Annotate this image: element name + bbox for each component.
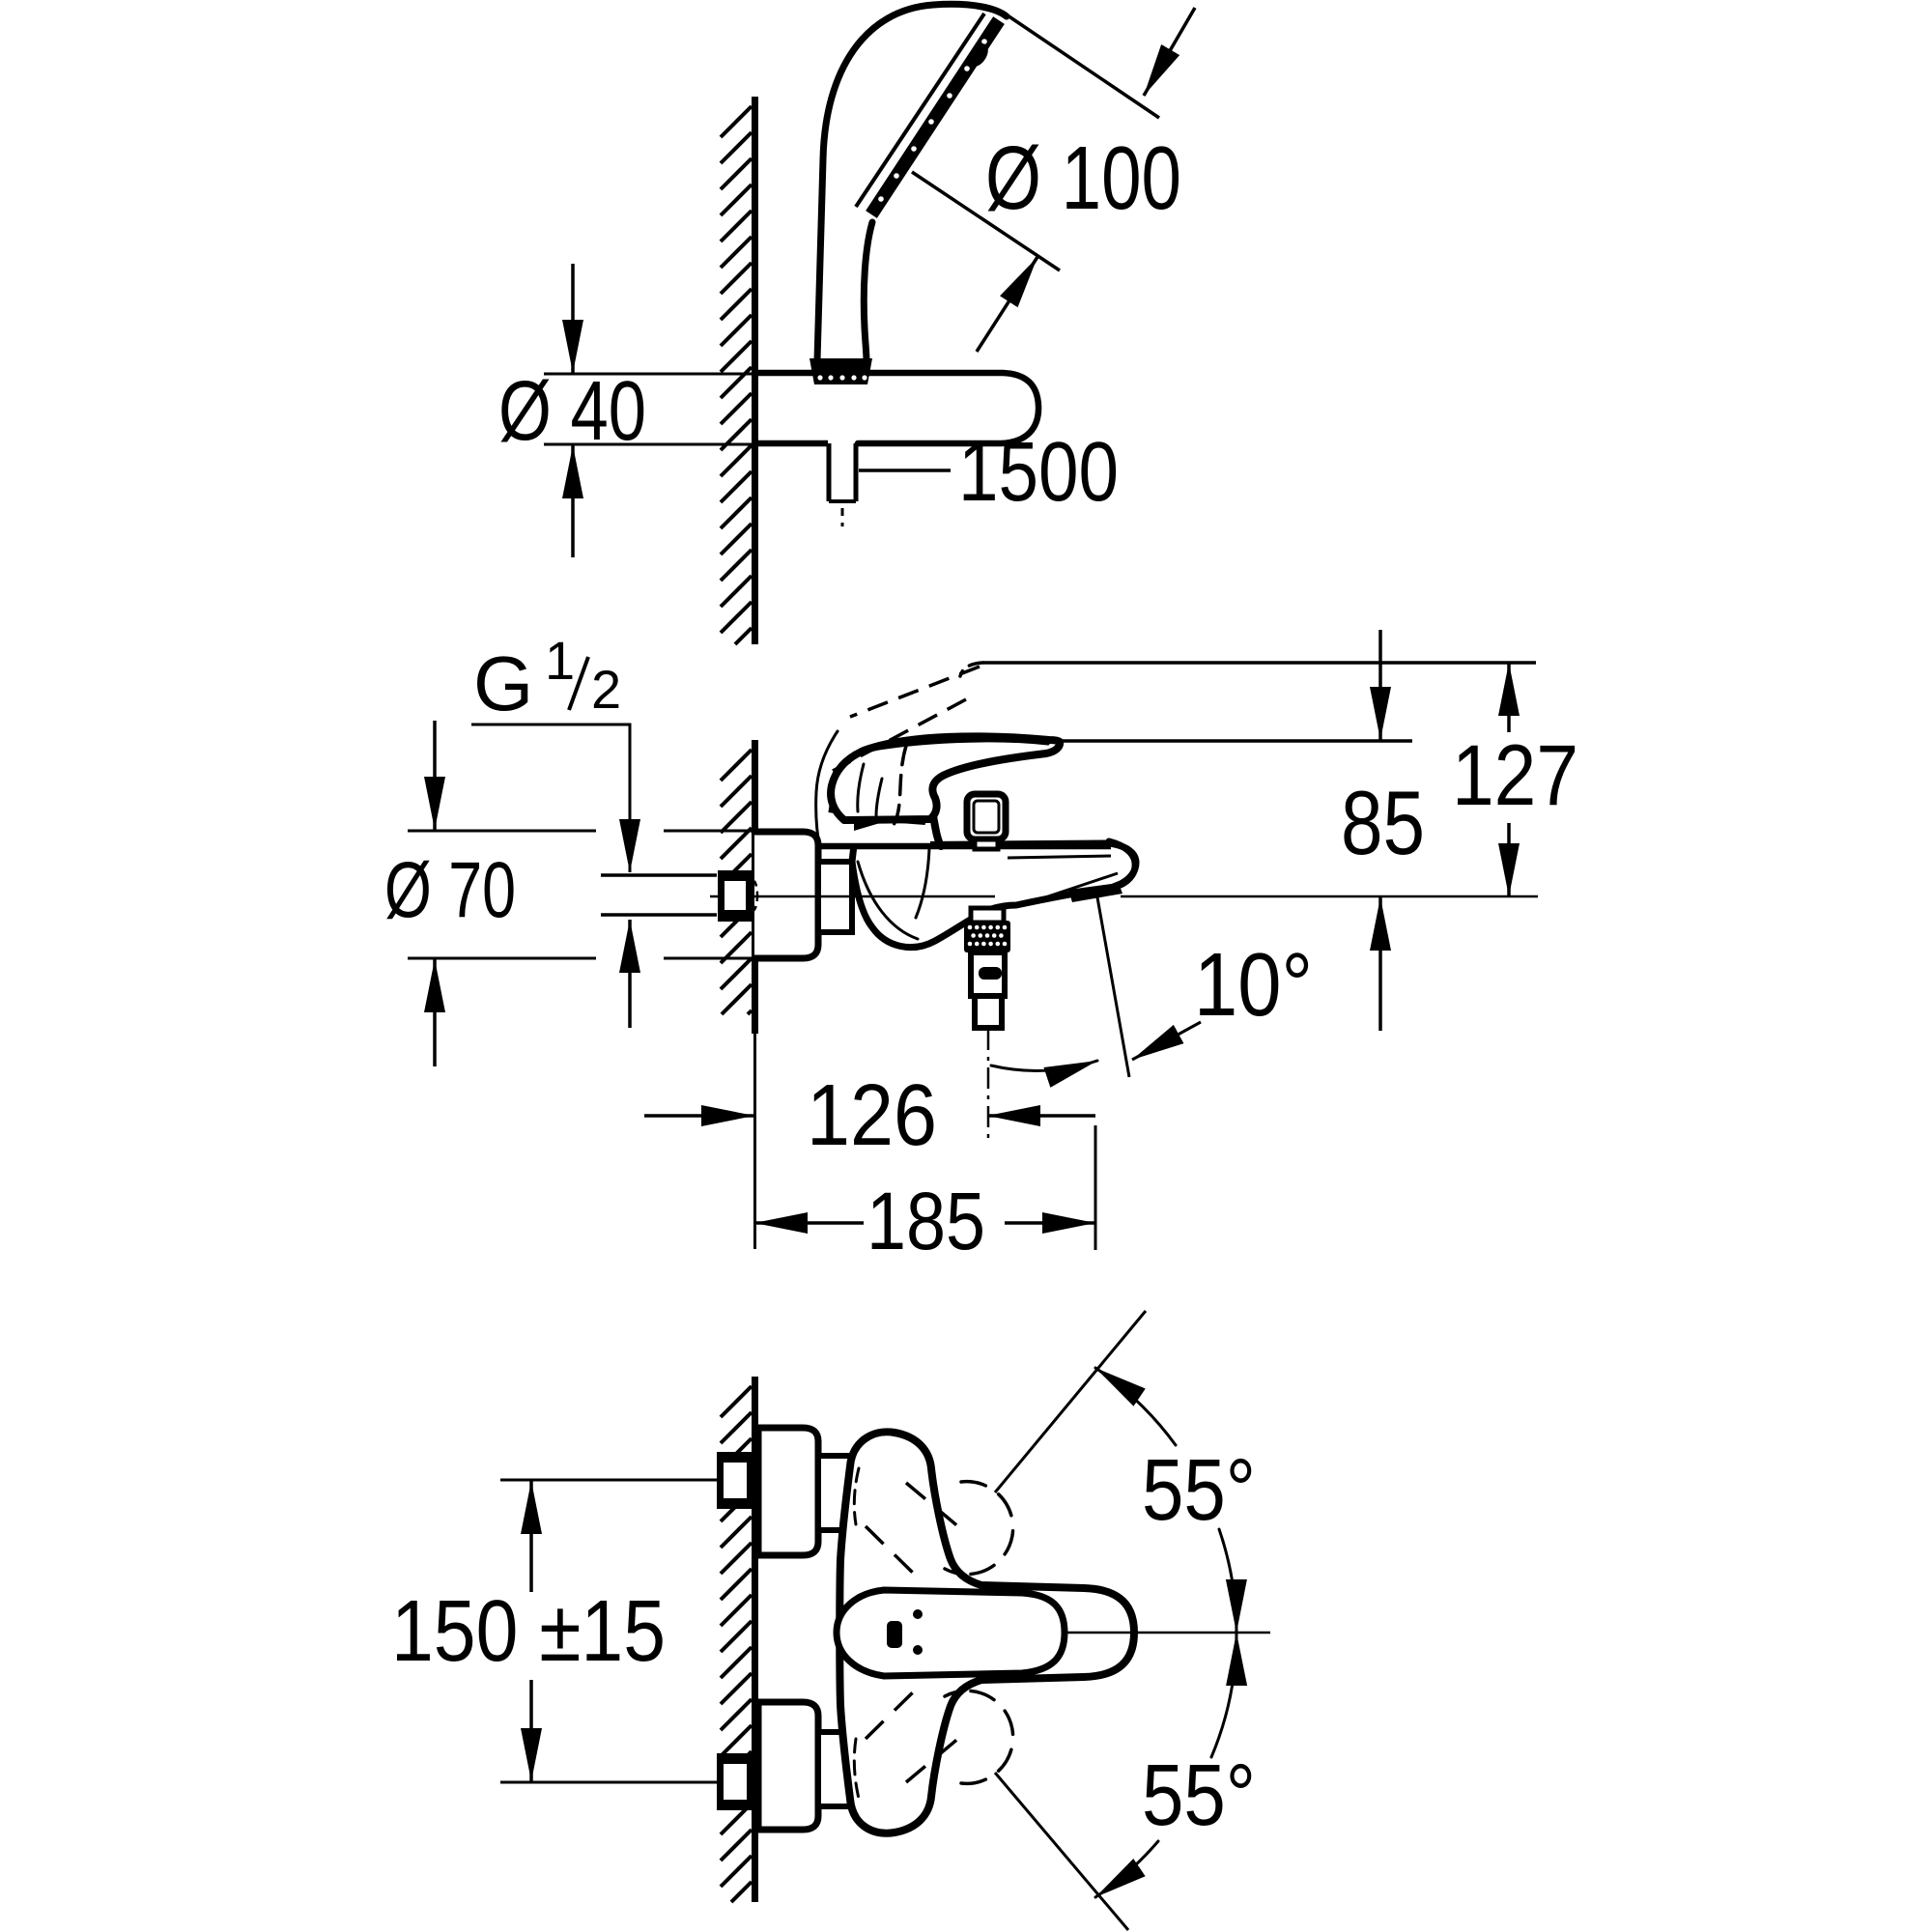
svg-text:55°: 55° — [1142, 1747, 1256, 1844]
svg-text:126: 126 — [807, 1067, 937, 1164]
svg-text:150 ±15: 150 ±15 — [391, 1583, 666, 1680]
svg-text:Ø 40: Ø 40 — [498, 364, 646, 458]
svg-text:10°: 10° — [1194, 934, 1313, 1035]
svg-text:G: G — [473, 640, 533, 726]
svg-text:Ø 100: Ø 100 — [985, 128, 1181, 228]
svg-text:55°: 55° — [1142, 1442, 1256, 1539]
svg-text:185: 185 — [867, 1176, 985, 1266]
svg-text:Ø 70: Ø 70 — [384, 846, 516, 934]
svg-text:1: 1 — [545, 630, 575, 691]
svg-text:1500: 1500 — [958, 425, 1119, 519]
svg-text:127: 127 — [1452, 726, 1578, 823]
svg-text:2: 2 — [591, 659, 621, 720]
svg-text:85: 85 — [1341, 772, 1425, 873]
